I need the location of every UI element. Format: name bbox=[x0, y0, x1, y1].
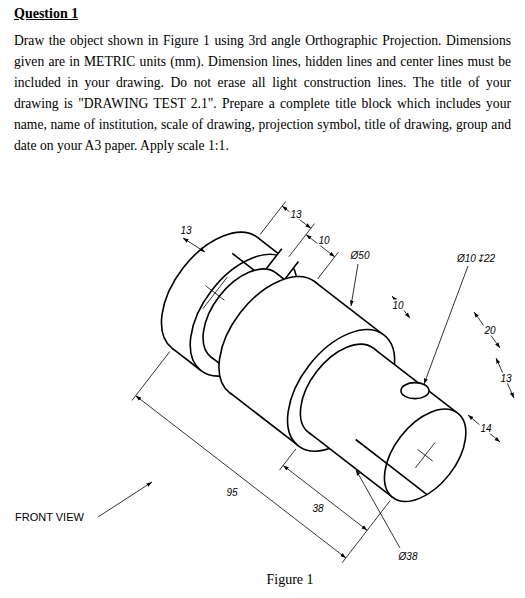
dimension-text: 13 bbox=[289, 209, 302, 220]
extension-line bbox=[132, 351, 170, 400]
extension-line bbox=[318, 252, 339, 279]
leader-line bbox=[356, 470, 400, 548]
object bbox=[140, 213, 482, 516]
disc-edge bbox=[315, 282, 384, 335]
dimension-line bbox=[283, 465, 367, 530]
flat-edge bbox=[356, 439, 387, 463]
dimension-line bbox=[468, 415, 500, 442]
dimension-line bbox=[282, 206, 311, 228]
hole bbox=[401, 383, 429, 399]
dimension-text: 38 bbox=[311, 503, 324, 514]
dimension-line bbox=[306, 235, 335, 257]
instruction-text: Draw the object shown in Figure 1 using … bbox=[14, 30, 511, 156]
shaft-face bbox=[368, 394, 482, 516]
center-mark bbox=[415, 443, 435, 468]
extension-line bbox=[279, 449, 295, 470]
center-mark bbox=[203, 277, 227, 309]
dimension-text: Ø38 bbox=[398, 551, 419, 562]
dimension-line bbox=[496, 358, 514, 398]
view-label: FRONT VIEW bbox=[15, 511, 84, 523]
dimension-text: 10 bbox=[391, 300, 404, 311]
dimension-text: 13 bbox=[499, 373, 512, 384]
leader-line bbox=[98, 482, 152, 517]
dimension-text: Ø10↧22 bbox=[456, 253, 496, 264]
dimension-text: 13 bbox=[179, 225, 192, 236]
dimension-line bbox=[474, 312, 500, 348]
center-mark bbox=[418, 449, 433, 461]
dimension-text: 10 bbox=[317, 235, 330, 246]
extension-line bbox=[342, 500, 390, 562]
dimension-text: Ø50 bbox=[350, 250, 371, 261]
dimension-line bbox=[183, 238, 205, 252]
center-mark bbox=[206, 286, 225, 301]
dimension-text: 95 bbox=[225, 487, 238, 498]
dimension-text: 20 bbox=[483, 325, 496, 336]
extension-line bbox=[289, 224, 315, 257]
question-heading: Question 1 bbox=[14, 6, 78, 22]
dimension-line bbox=[392, 296, 410, 318]
leader-line bbox=[424, 266, 468, 384]
flat-edge bbox=[387, 463, 427, 494]
shaft-edge bbox=[309, 432, 393, 497]
dimension-text: 14 bbox=[479, 423, 492, 434]
shaft-edge bbox=[374, 348, 458, 413]
dimension-line bbox=[136, 396, 346, 558]
leader-line bbox=[351, 264, 358, 306]
figure-caption: Figure 1 bbox=[266, 572, 313, 588]
